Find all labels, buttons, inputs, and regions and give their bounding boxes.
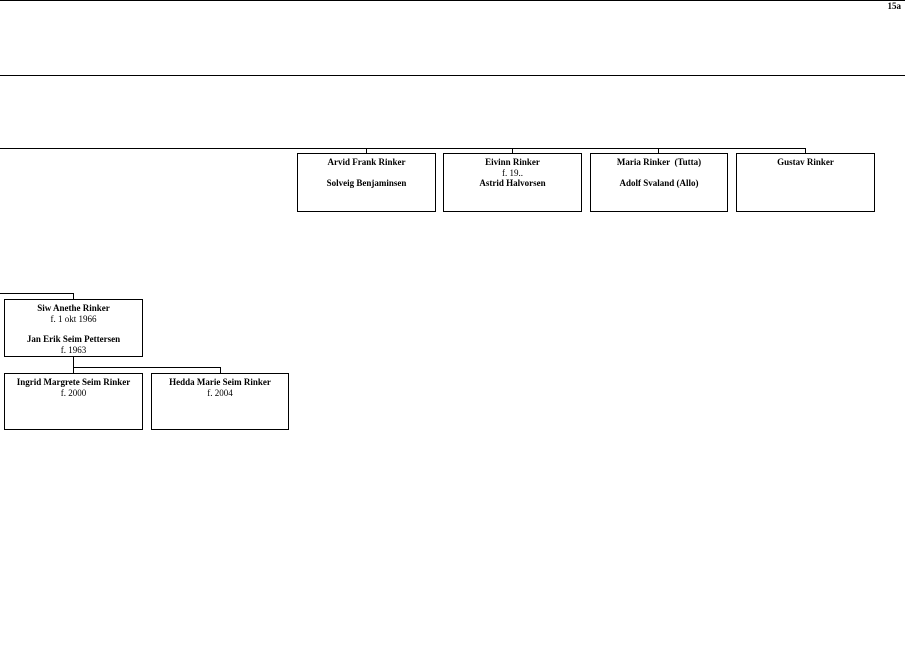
children-connector-line bbox=[73, 367, 221, 368]
person-box-siw: Siw Anethe Rinker f. 1 okt 1966 Jan Erik… bbox=[4, 299, 143, 357]
gustav-drop-line bbox=[805, 148, 806, 153]
spouse-name: Adolf Svaland (Allo) bbox=[619, 177, 699, 188]
person-name: Siw Anethe Rinker bbox=[37, 303, 110, 313]
person-name: Arvid Frank Rinker bbox=[327, 157, 406, 167]
person-box-eivinn: Eivinn Rinker f. 19.. Astrid Halvorsen bbox=[443, 153, 582, 212]
hedda-drop-line bbox=[220, 367, 221, 373]
children-stem-line bbox=[73, 357, 74, 373]
siw-connector-line bbox=[0, 293, 74, 294]
arvid-drop-line bbox=[366, 148, 367, 153]
spouse-name: Solveig Benjaminsen bbox=[326, 177, 407, 188]
spouse-name: Jan Erik Seim Pettersen bbox=[26, 334, 121, 344]
person-name: Hedda Marie Seim Rinker bbox=[169, 377, 271, 387]
top-border-line bbox=[0, 0, 905, 1]
person-name: Gustav Rinker bbox=[777, 157, 834, 167]
person-name: Ingrid Margrete Seim Rinker bbox=[16, 377, 131, 387]
birth-date: f. 19.. bbox=[502, 167, 523, 178]
page-number: 15a bbox=[887, 1, 902, 11]
birth-date: f. 2004 bbox=[207, 387, 233, 398]
siw-drop-line bbox=[73, 293, 74, 299]
person-name: Maria Rinker (Tutta) bbox=[616, 157, 702, 167]
person-box-gustav: Gustav Rinker bbox=[736, 153, 875, 212]
maria-drop-line bbox=[658, 148, 659, 153]
person-box-ingrid: Ingrid Margrete Seim Rinker f. 2000 bbox=[4, 373, 143, 430]
person-box-maria: Maria Rinker (Tutta) Adolf Svaland (Allo… bbox=[590, 153, 728, 212]
header-divider-line bbox=[0, 75, 905, 76]
person-name: Eivinn Rinker bbox=[485, 157, 540, 167]
person-box-arvid: Arvid Frank Rinker Solveig Benjaminsen bbox=[297, 153, 436, 212]
birth-date: f. 1 okt 1966 bbox=[50, 313, 97, 324]
person-box-hedda: Hedda Marie Seim Rinker f. 2004 bbox=[151, 373, 289, 430]
sibling-connector-line bbox=[0, 148, 806, 149]
birth-date: f. 2000 bbox=[60, 387, 87, 398]
spouse-name: Astrid Halvorsen bbox=[479, 178, 546, 188]
eivinn-drop-line bbox=[512, 148, 513, 153]
spouse-birth-date: f. 1963 bbox=[60, 344, 87, 355]
